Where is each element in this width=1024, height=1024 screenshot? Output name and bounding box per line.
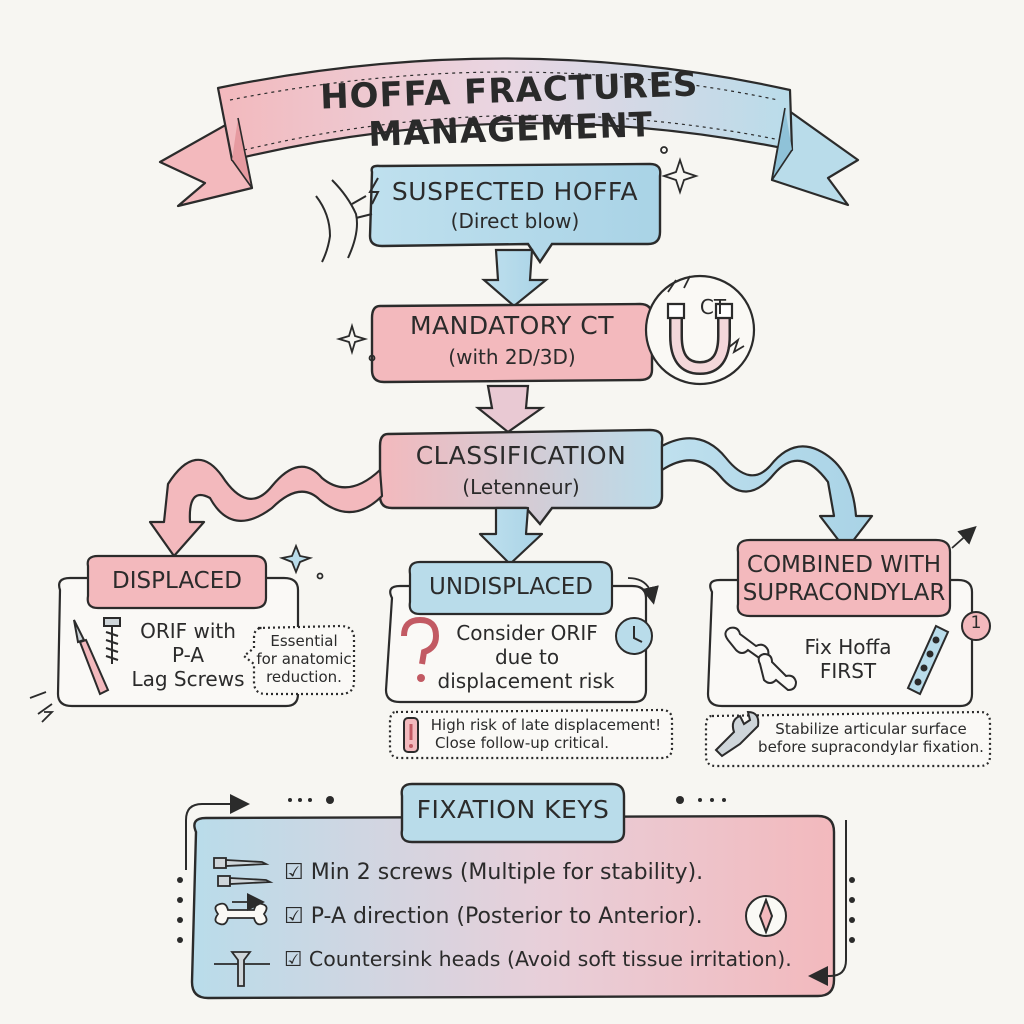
combined-note-line-1: Stabilize articular surface	[775, 720, 967, 738]
branch-arrows	[148, 437, 874, 566]
arrow-left	[148, 458, 384, 558]
plate-icon	[906, 624, 950, 696]
step1-subtitle: (Direct blow)	[450, 209, 580, 233]
compass-icon	[745, 895, 787, 937]
fixation-item-2: ☑ P-A direction (Posterior to Anterior).	[284, 904, 703, 929]
banner-body	[216, 57, 794, 162]
screws-icon	[213, 857, 274, 887]
bolt-icon	[368, 177, 380, 205]
arrow-2-3	[474, 384, 546, 434]
step2-title: MANDATORY CT	[409, 311, 614, 340]
undisplaced-note-line-1: High risk of late displacement!	[430, 716, 662, 734]
undisplaced-title: UNDISPLACED	[429, 574, 593, 600]
fixation-title: FIXATION KEYS	[416, 795, 610, 824]
arrow-mid	[478, 506, 544, 566]
undisplaced-body-line-1: Consider ORIF	[456, 621, 598, 645]
step-one-badge-label: 1	[970, 613, 982, 633]
combined-title-line-2: SUPRACONDYLAR	[742, 580, 946, 606]
arrow-1-2	[481, 248, 550, 308]
doodle-sparkles	[29, 146, 977, 723]
step2-subtitle: (with 2D/3D)	[448, 345, 576, 369]
scalpel-icon	[73, 619, 110, 696]
fixation-item-1: ☑ Min 2 screws (Multiple for stability).	[284, 860, 704, 885]
displaced-note-line-2: for anatomic	[256, 650, 352, 668]
lag-screw-icon	[103, 617, 121, 664]
cycle-arrows	[185, 794, 847, 986]
displaced-note-line-1: Essential	[270, 632, 338, 650]
step1-box	[368, 162, 662, 265]
countersink-icon	[214, 951, 270, 987]
undisplaced-body-line-2: due to	[494, 645, 560, 669]
clock-icon	[615, 577, 659, 655]
ct-magnet-icon	[644, 274, 756, 386]
combined-note-line-2: before supracondylar fixation.	[758, 738, 984, 756]
combined-title-line-1: COMBINED WITH	[746, 552, 942, 578]
bone-fragments-icon	[724, 626, 798, 692]
combined-body-line-1: Fix Hoffa	[804, 635, 892, 659]
dots-decor	[177, 796, 855, 943]
warning-icon	[403, 717, 419, 753]
step3-subtitle: (Letenneur)	[462, 475, 580, 499]
undisplaced-panel	[384, 560, 674, 760]
displaced-body-line-2: P-A	[171, 643, 205, 667]
ct-badge-label: CT	[699, 295, 727, 319]
displaced-note-line-3: reduction.	[266, 668, 342, 686]
displaced-body-line-1: ORIF with	[140, 619, 236, 643]
step1-title: SUSPECTED HOFFA	[391, 177, 639, 206]
combined-body-line-2: FIRST	[819, 659, 877, 683]
question-mark-icon	[401, 616, 440, 682]
fixation-panel	[190, 782, 836, 1000]
fixation-item-3: ☑ Countersink heads (Avoid soft tissue i…	[284, 947, 792, 971]
step-one-badge	[961, 611, 991, 641]
arrow-right	[660, 437, 874, 552]
step3-title: CLASSIFICATION	[415, 441, 627, 470]
undisplaced-body-line-3: displacement risk	[437, 669, 615, 693]
step3-box	[378, 428, 664, 526]
bone-direction-icon	[214, 893, 268, 926]
undisplaced-note-line-2: Close follow-up critical.	[434, 734, 610, 752]
displaced-panel	[56, 554, 356, 708]
title-banner	[158, 57, 860, 208]
displaced-body-line-3: Lag Screws	[131, 667, 245, 691]
knee-icon	[315, 179, 373, 263]
displaced-title: DISPLACED	[112, 568, 242, 594]
wrench-icon	[714, 710, 760, 758]
